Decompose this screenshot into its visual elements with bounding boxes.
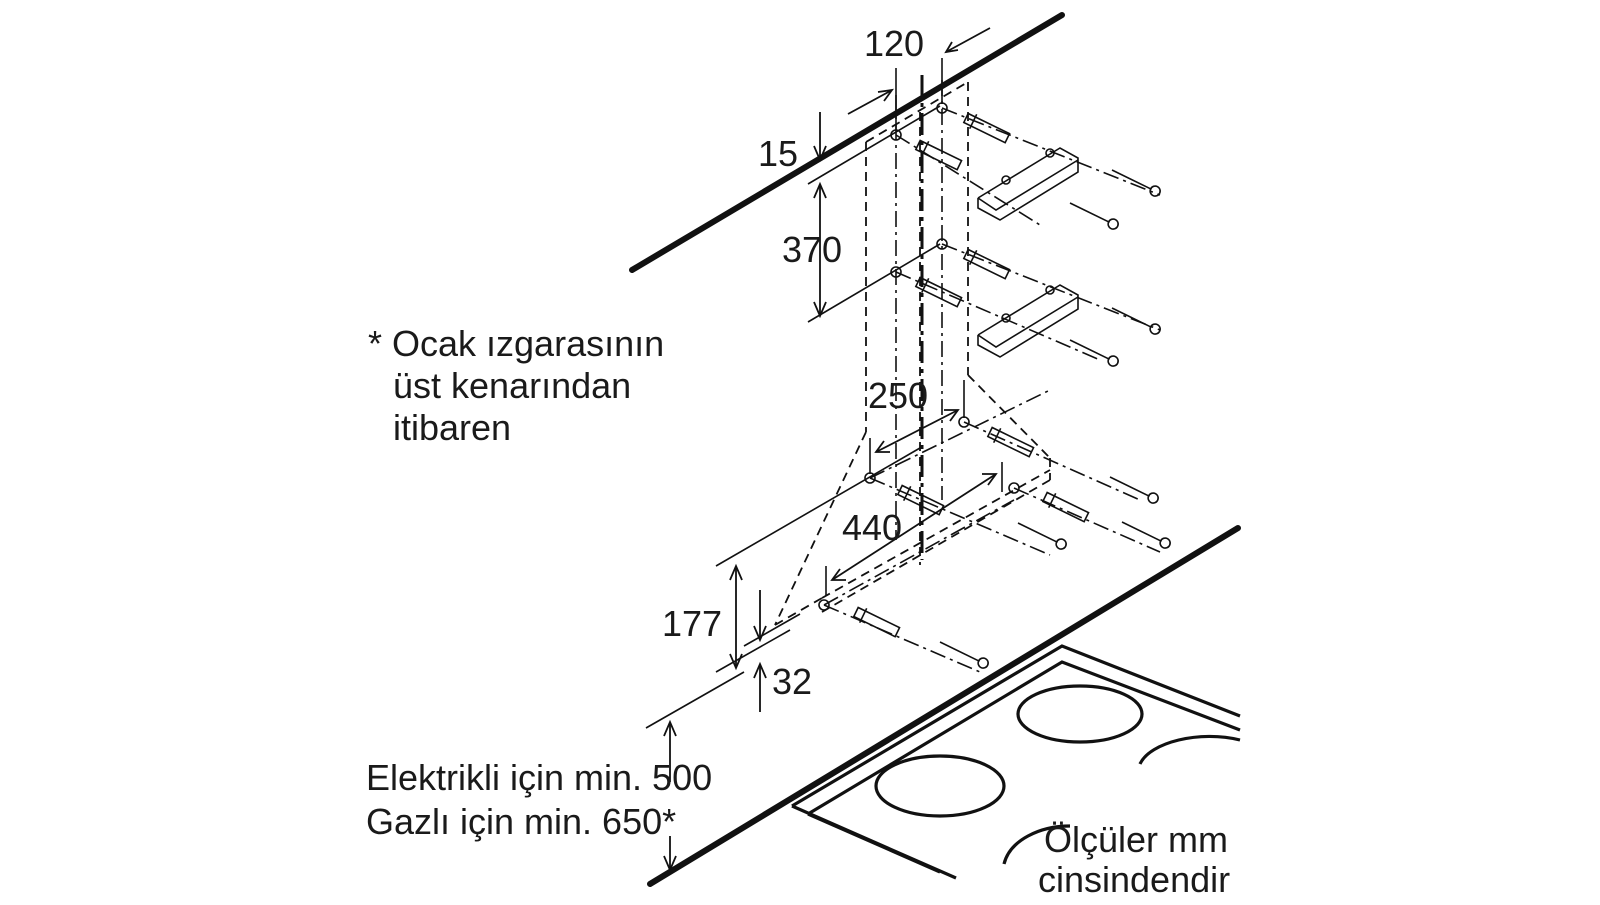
dim-120-lines bbox=[847, 27, 991, 130]
note-line-1: * Ocak ızgarasının bbox=[368, 323, 664, 364]
screw-icon bbox=[939, 169, 1171, 669]
min-height-lines bbox=[645, 671, 745, 873]
dim-370-lines bbox=[807, 105, 941, 323]
upper-holes-row2 bbox=[890, 238, 1161, 361]
chimney-outline bbox=[774, 81, 1051, 626]
dim-15-lines bbox=[813, 112, 827, 163]
upper-holes-row1 bbox=[890, 102, 1161, 226]
dim-440-lines bbox=[825, 462, 1003, 596]
min-height-gas: Gazlı için min. 650* bbox=[366, 801, 676, 842]
mounting-bracket-icon bbox=[977, 147, 1079, 358]
dim-177-32-lines bbox=[715, 447, 921, 712]
note-line-2: üst kenarından bbox=[393, 365, 631, 406]
dimension-177-label: 177 bbox=[662, 603, 722, 644]
ceiling-line bbox=[629, 12, 1065, 273]
note-line-3: itibaren bbox=[393, 407, 511, 448]
worktop-line bbox=[647, 525, 1241, 887]
dimension-370-label: 370 bbox=[782, 229, 842, 270]
lower-holes bbox=[818, 389, 1161, 673]
min-height-electric: Elektrikli için min. 500 bbox=[366, 757, 712, 798]
units-line-2: cinsindendir bbox=[1038, 859, 1230, 900]
dimension-15-label: 15 bbox=[758, 133, 798, 174]
cooktop-icon bbox=[791, 644, 1241, 880]
dimension-32-label: 32 bbox=[772, 661, 812, 702]
dimension-120-label: 120 bbox=[864, 23, 924, 64]
dim-250-lines bbox=[869, 380, 965, 474]
dimension-440-label: 440 bbox=[842, 507, 902, 548]
dimension-250-label: 250 bbox=[868, 375, 928, 416]
units-line-1: Ölçüler mm bbox=[1044, 819, 1228, 860]
